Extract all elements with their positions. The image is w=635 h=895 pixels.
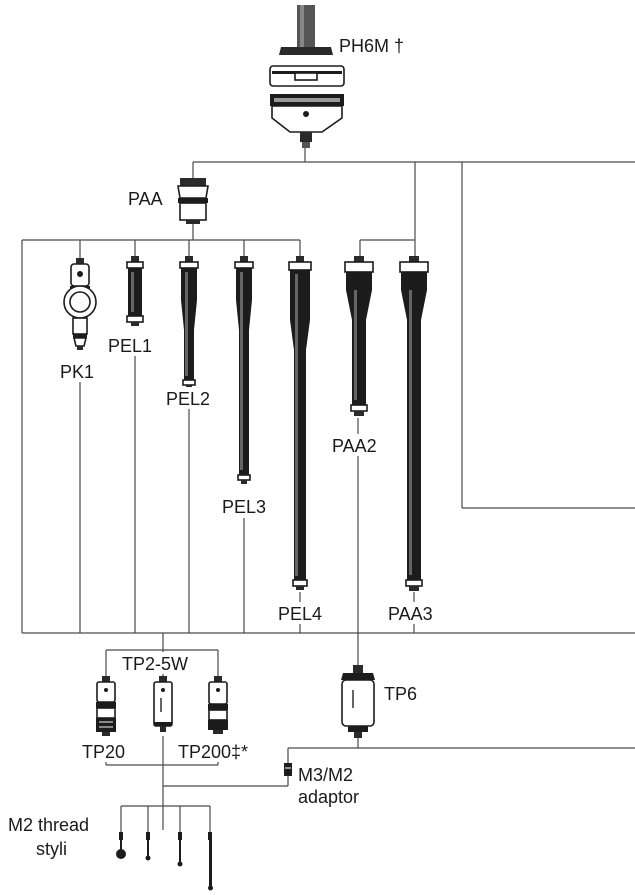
- label-pk1: PK1: [60, 362, 94, 382]
- pel3-extension: [234, 256, 254, 484]
- label-paa: PAA: [128, 189, 163, 209]
- label-pel2: PEL2: [166, 389, 210, 409]
- label-tp200: TP200‡*: [178, 742, 248, 762]
- pk1-knuckle: [63, 258, 97, 350]
- label-tp20: TP20: [82, 742, 125, 762]
- label-m3m2-line2: adaptor: [298, 787, 359, 807]
- label-m2-line1: M2 thread: [8, 815, 89, 835]
- label-m3m2-line1: M3/M2: [298, 765, 353, 785]
- pel4-extension: [288, 256, 312, 590]
- pel2-extension: [179, 256, 199, 389]
- tp6-probe: [341, 665, 375, 738]
- ph6m-head: [269, 5, 345, 148]
- connector-lines: [21, 148, 635, 832]
- m2-styli: [116, 832, 213, 891]
- label-tp2-5w: TP2-5W: [122, 654, 188, 674]
- pel1-extension: [126, 256, 144, 326]
- tp20-probe: [96, 676, 116, 736]
- label-paa2: PAA2: [332, 436, 377, 456]
- label-pel3: PEL3: [222, 497, 266, 517]
- paa3-extension: [399, 256, 429, 591]
- label-m2-line2: styli: [36, 839, 67, 859]
- label-tp6: TP6: [384, 684, 417, 704]
- tp2-5w-probe: [153, 676, 173, 732]
- tp200-probe: [208, 676, 228, 734]
- labels: PH6M † PAA PK1 PEL1 PEL2 PEL3 PEL4 PAA2 …: [8, 34, 444, 859]
- label-pel1: PEL1: [108, 336, 152, 356]
- paa-adaptor: [177, 178, 209, 224]
- paa2-extension: [344, 256, 374, 416]
- m3m2-adaptor: [284, 763, 292, 776]
- label-paa3: PAA3: [388, 604, 433, 624]
- label-pel4: PEL4: [278, 604, 322, 624]
- label-ph6m: PH6M †: [339, 36, 404, 56]
